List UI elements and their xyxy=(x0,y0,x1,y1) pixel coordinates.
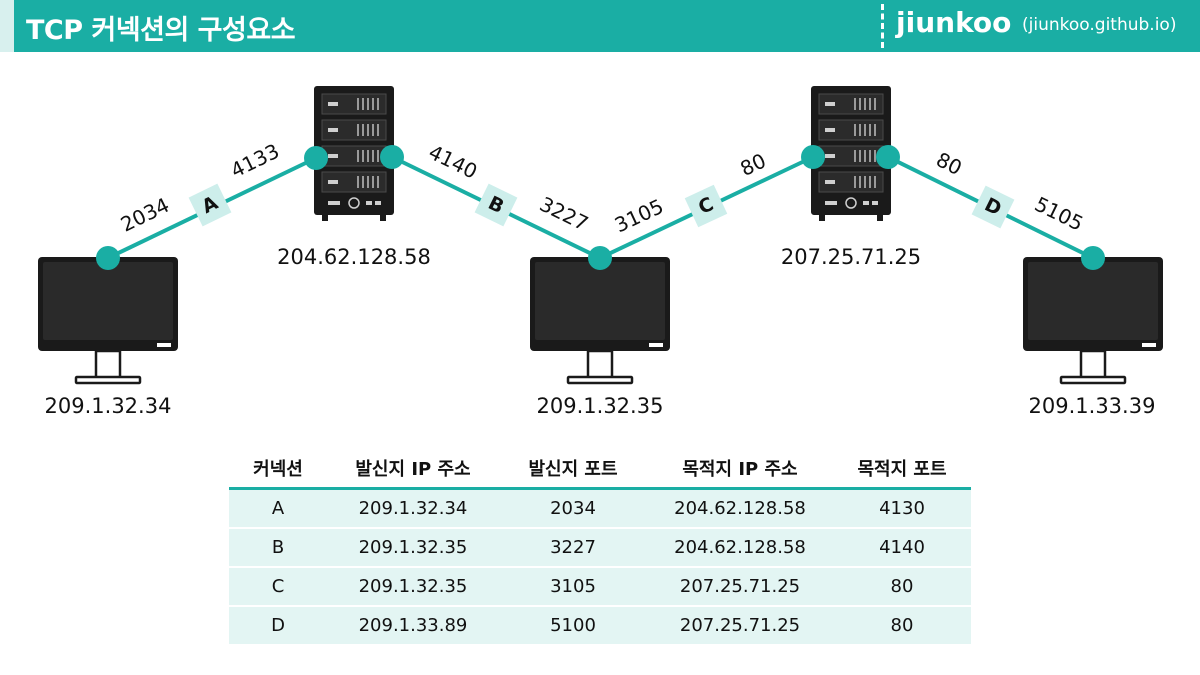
endpoint-dot xyxy=(304,146,328,170)
server-ip-label-2: 207.25.71.25 xyxy=(781,245,921,269)
table-cell: 4140 xyxy=(833,528,971,568)
table-cell: 2034 xyxy=(499,488,647,529)
table-cell: 209.1.32.35 xyxy=(327,528,499,568)
table-cell: 209.1.32.35 xyxy=(327,567,499,607)
table-cell: 209.1.32.34 xyxy=(327,488,499,529)
endpoint-dot xyxy=(96,246,120,270)
client-ip-label-2: 209.1.32.35 xyxy=(537,394,664,418)
table-cell: C xyxy=(229,567,327,607)
connection-badge-c: C xyxy=(684,184,728,228)
client-ip-label-1: 209.1.32.34 xyxy=(45,394,172,418)
table-cell: 204.62.128.58 xyxy=(647,528,833,568)
header-accent xyxy=(0,0,14,52)
table-cell: 207.25.71.25 xyxy=(647,606,833,646)
table-cell: 80 xyxy=(833,606,971,646)
column-header-dest-port: 목적지 포트 xyxy=(833,449,971,490)
table-row: D 209.1.33.89 5100 207.25.71.25 80 xyxy=(229,606,971,646)
connection-badge-b: B xyxy=(474,183,518,227)
table-cell: 204.62.128.58 xyxy=(647,488,833,529)
table-cell: 3105 xyxy=(499,567,647,607)
column-header-source-ip: 발신지 IP 주소 xyxy=(327,449,499,490)
client-ip-label-3: 209.1.33.39 xyxy=(1029,394,1156,418)
table-cell: D xyxy=(229,606,327,646)
brand-name: jiunkoo xyxy=(896,6,1012,39)
endpoint-dot xyxy=(1081,246,1105,270)
table-row: B 209.1.32.35 3227 204.62.128.58 4140 xyxy=(229,528,971,568)
table-row: C 209.1.32.35 3105 207.25.71.25 80 xyxy=(229,567,971,607)
port-label-d-end: 5105 xyxy=(1031,192,1087,236)
endpoint-dot xyxy=(380,145,404,169)
column-header-dest-ip: 목적지 IP 주소 xyxy=(647,449,833,490)
client-monitor-icon-2 xyxy=(528,255,672,385)
table-cell: 80 xyxy=(833,567,971,607)
table-header-row: 커넥션 발신지 IP 주소 발신지 포트 목적지 IP 주소 목적지 포트 xyxy=(229,449,971,490)
server-ip-label-1: 204.62.128.58 xyxy=(277,245,431,269)
table-cell: 209.1.33.89 xyxy=(327,606,499,646)
connection-badge-d: D xyxy=(971,185,1015,229)
connection-table: 커넥션 발신지 IP 주소 발신지 포트 목적지 IP 주소 목적지 포트 A … xyxy=(229,449,971,646)
endpoint-dot xyxy=(876,145,900,169)
client-monitor-icon-3 xyxy=(1021,255,1165,385)
client-monitor-icon-1 xyxy=(36,255,180,385)
table-cell: 4130 xyxy=(833,488,971,529)
column-header-source-port: 발신지 포트 xyxy=(499,449,647,490)
table-cell: 5100 xyxy=(499,606,647,646)
port-label-d-start: 80 xyxy=(932,147,965,180)
header-bar: TCP 커넥션의 구성요소 jiunkoo (jiunkoo.github.io… xyxy=(0,0,1200,52)
endpoint-dot xyxy=(801,145,825,169)
table-cell: B xyxy=(229,528,327,568)
table-cell: A xyxy=(229,488,327,529)
table-cell: 207.25.71.25 xyxy=(647,567,833,607)
table-cell: 3227 xyxy=(499,528,647,568)
header-separator xyxy=(881,4,884,48)
brand-url: (jiunkoo.github.io) xyxy=(1022,15,1177,35)
column-header-connection: 커넥션 xyxy=(229,449,327,490)
endpoint-dot xyxy=(588,246,612,270)
connection-badge-a: A xyxy=(188,183,232,227)
port-label-c-end: 80 xyxy=(736,148,769,181)
page-title: TCP 커넥션의 구성요소 xyxy=(26,15,296,46)
table-row: A 209.1.32.34 2034 204.62.128.58 4130 xyxy=(229,488,971,529)
